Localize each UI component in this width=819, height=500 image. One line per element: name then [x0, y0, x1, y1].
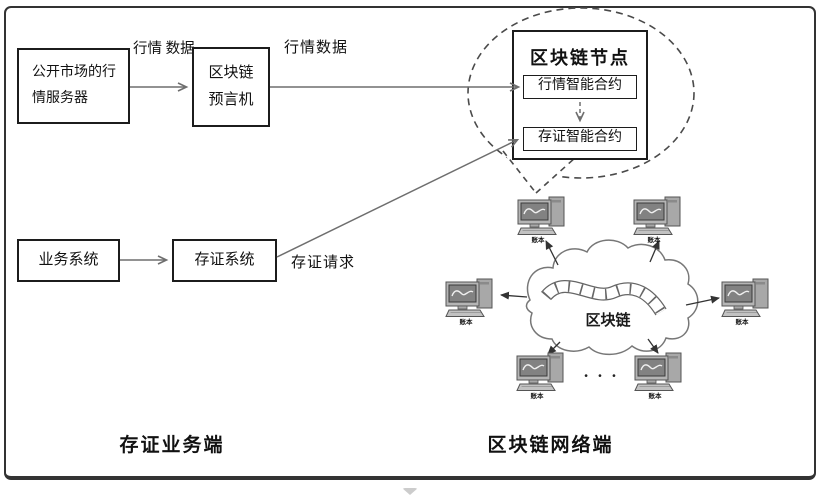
label-quote-data-line1: 行情	[133, 41, 162, 57]
label-quote-data-stacked: 行情 数据	[133, 35, 195, 64]
box-blockchain-oracle: 区块链 预言机	[192, 47, 270, 127]
box-oracle-line2: 预言机	[208, 92, 254, 108]
caption-blockchain-network-side: 区块链网络端	[487, 435, 614, 456]
label-quote-data-line2: 数据	[165, 41, 195, 57]
box-market-quote-server: 公开市场的行 情服务器	[17, 48, 130, 124]
box-evidence-smart-contract: 存证智能合约	[523, 127, 637, 151]
box-blockchain-node: 区块链节点 行情智能合约 存证智能合约	[512, 30, 648, 160]
caption-evidence-business-side: 存证业务端	[119, 435, 225, 456]
box-market-line1: 公开市场的行	[32, 65, 116, 80]
box-oracle-line1: 区块链	[208, 65, 254, 81]
box-quote-smart-contract: 行情智能合约	[523, 75, 637, 99]
blockchain-node-title: 区块链节点	[530, 48, 630, 68]
box-evidence-system: 存证系统	[172, 239, 277, 282]
page-scroll-chevron-icon	[402, 488, 418, 495]
box-business-system: 业务系统	[17, 239, 120, 282]
box-market-line2: 情服务器	[32, 91, 88, 106]
label-quote-data: 行情数据	[284, 40, 349, 56]
label-evidence-request: 存证请求	[291, 255, 356, 271]
